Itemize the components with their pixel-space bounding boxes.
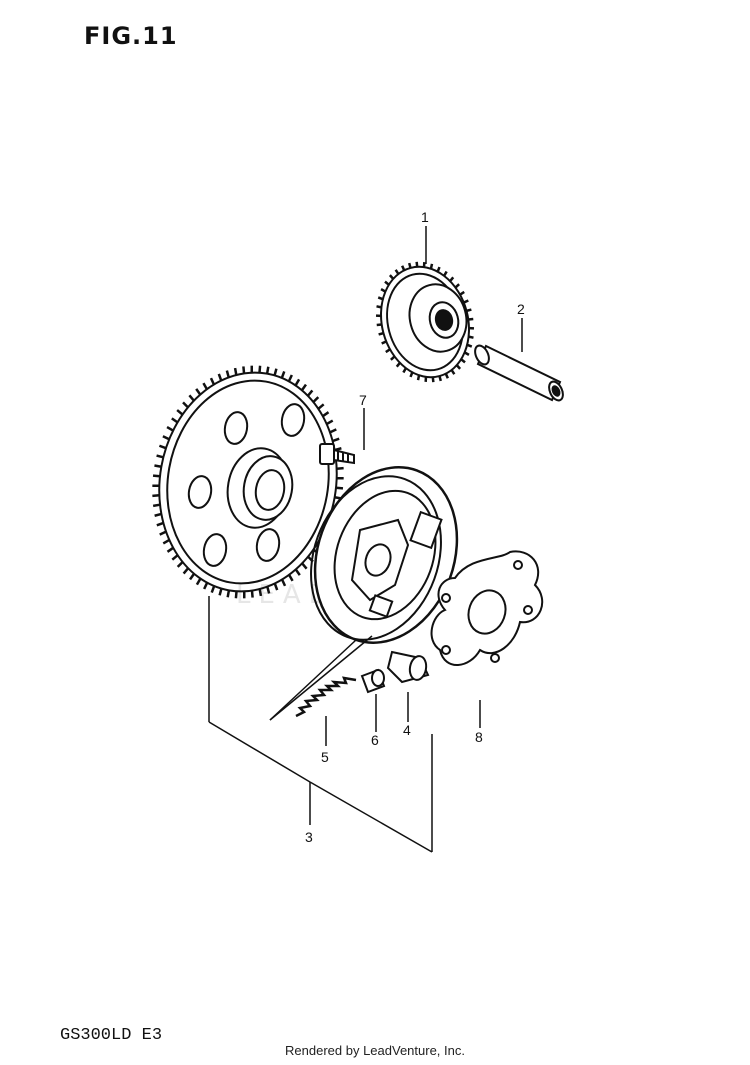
gear-tooth <box>265 366 270 374</box>
part-1-idle-gear[interactable] <box>369 257 481 387</box>
part-7-bolt[interactable] <box>319 443 355 465</box>
gear-tooth <box>312 396 320 403</box>
gear-tooth <box>273 583 279 591</box>
gear-tooth <box>154 512 162 517</box>
gear-tooth <box>210 585 216 594</box>
part-5-spring[interactable] <box>295 676 357 718</box>
callout-7: 7 <box>359 392 367 408</box>
gear-tooth <box>258 365 262 373</box>
gear-tooth <box>189 573 196 581</box>
gear-tooth <box>287 374 293 382</box>
gear-tooth <box>225 370 230 378</box>
figure-title: FIG.11 <box>84 22 178 50</box>
gear-tooth <box>171 417 179 424</box>
gear-tooth <box>233 367 238 376</box>
gear-tooth <box>195 577 202 586</box>
gear-tooth <box>226 590 231 598</box>
gear-tooth <box>218 588 223 596</box>
gear-tooth <box>162 435 170 441</box>
gear-tooth <box>166 546 174 553</box>
gear-tooth <box>280 370 286 379</box>
gear-tooth <box>176 409 184 416</box>
gear-tooth <box>336 466 344 470</box>
gear-tooth <box>159 530 167 536</box>
gear-tooth <box>287 574 294 582</box>
callout-5: 5 <box>321 749 329 765</box>
gear-tooth <box>234 591 238 599</box>
gear-tooth <box>152 503 161 508</box>
model-code: GS300LD E3 <box>60 1026 163 1045</box>
callout-8: 8 <box>475 729 483 745</box>
callout-3: 3 <box>305 829 313 845</box>
gear-tooth <box>188 394 195 402</box>
callout-2: 2 <box>517 301 525 317</box>
gear-tooth <box>217 373 223 381</box>
gear-tooth <box>202 382 209 390</box>
gear-tooth <box>326 419 334 426</box>
gear-tooth <box>300 383 307 391</box>
gear-tooth <box>294 568 301 576</box>
starter-driven-gear[interactable] <box>142 358 354 605</box>
gear-tooth <box>329 428 337 434</box>
render-credit: Rendered by LeadVenture, Inc. <box>285 1043 465 1058</box>
gear-tooth <box>250 590 254 598</box>
gear-tooth <box>242 366 246 374</box>
gear-tooth <box>306 389 314 397</box>
gear-tooth <box>162 538 170 545</box>
gear-tooth <box>156 521 164 527</box>
gear-tooth <box>166 426 174 432</box>
gear-tooth <box>203 582 209 590</box>
gear-tooth <box>258 588 263 597</box>
gear-tooth <box>273 368 278 376</box>
part-8-plate[interactable] <box>430 550 544 666</box>
gear-tooth <box>182 567 190 575</box>
gear-tooth <box>335 486 344 490</box>
gear-tooth <box>156 454 164 459</box>
gear-tooth <box>152 474 161 478</box>
gear-tooth <box>266 586 271 594</box>
gear-tooth <box>294 378 301 387</box>
gear-tooth <box>280 578 287 587</box>
gear-tooth <box>171 554 179 561</box>
gear-tooth <box>154 464 162 468</box>
gear-tooth <box>332 437 340 443</box>
gear-tooth <box>195 388 202 396</box>
part-6-plunger[interactable] <box>360 668 386 694</box>
gear-tooth <box>322 411 330 418</box>
part-4-roller[interactable] <box>386 650 430 684</box>
gear-tooth <box>182 401 189 409</box>
callout-6: 6 <box>371 732 379 748</box>
gear-tooth <box>301 562 308 570</box>
leader-lines <box>208 226 523 853</box>
gear-tooth <box>158 444 167 450</box>
starter-clutch-housing[interactable] <box>289 447 481 663</box>
gear-tooth <box>152 494 160 498</box>
gear-tooth <box>317 403 325 410</box>
gear-tooth <box>209 377 216 386</box>
callout-1: 1 <box>421 209 429 225</box>
gear-tooth <box>176 561 184 568</box>
part-2-shaft[interactable] <box>472 343 565 402</box>
callout-4: 4 <box>403 722 411 738</box>
